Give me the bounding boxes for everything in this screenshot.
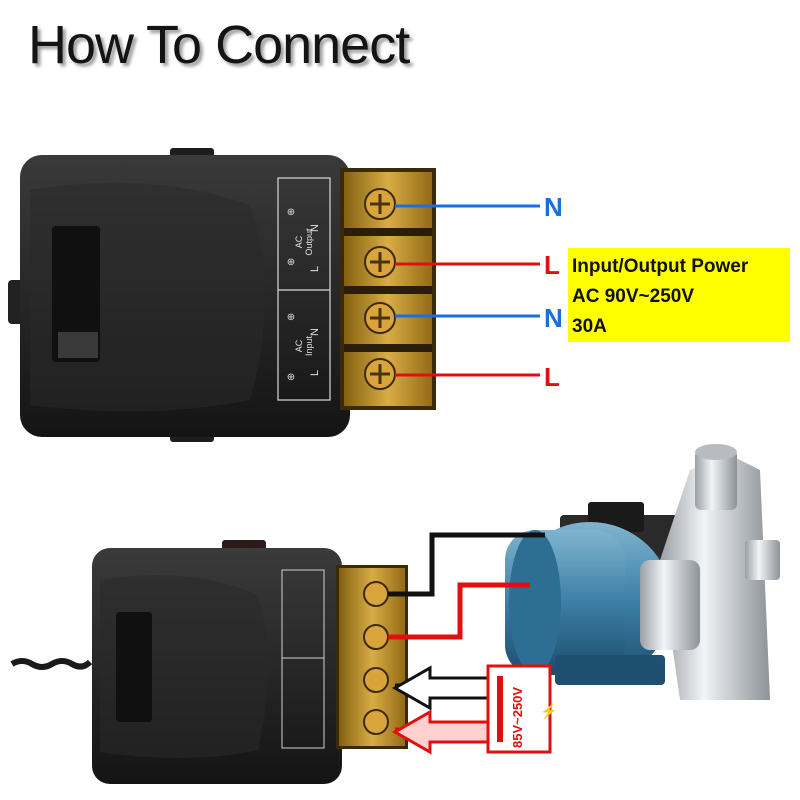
spec-line-power: Input/Output Power xyxy=(572,256,749,277)
output-label-ac: AC xyxy=(294,235,304,248)
relay-module-top: ⊕ ⊕ ⊕ ⊕ AC Output AC Input N L N L xyxy=(8,148,436,442)
arrow-icon xyxy=(391,665,490,711)
wire-label-text: L xyxy=(544,362,560,392)
output-label-output: Output xyxy=(304,228,314,256)
wire-label-text: N xyxy=(544,192,563,222)
wire-label-text: N xyxy=(544,303,563,333)
water-pump-motor xyxy=(505,444,780,700)
spec-box: Input/Output Power AC 90V~250V 30A xyxy=(568,248,790,342)
terminal-letter-n: N xyxy=(309,328,321,336)
wire-label-text: L xyxy=(544,250,560,280)
input-label-ac: AC xyxy=(294,339,304,352)
spec-line-current: 30A xyxy=(572,316,607,337)
relay-module-bottom xyxy=(10,540,408,784)
page-title: How To Connect xyxy=(28,15,410,75)
svg-text:⊕: ⊕ xyxy=(287,372,295,383)
terminal-letter-l: L xyxy=(309,266,321,272)
lightning-icon: ⚡ xyxy=(540,703,557,720)
power-source-label: 85V~250V xyxy=(510,687,525,748)
arrow-icon xyxy=(391,709,490,755)
svg-text:⊕: ⊕ xyxy=(287,207,295,218)
wire-label-l: L xyxy=(544,362,560,393)
wire-label-l: L xyxy=(544,250,560,281)
spec-line-voltage: AC 90V~250V xyxy=(572,286,694,307)
terminal-letter-n: N xyxy=(309,224,321,232)
svg-text:⊕: ⊕ xyxy=(287,257,295,268)
wire-label-n: N xyxy=(544,303,563,334)
wire-lines-top xyxy=(395,204,540,377)
wire-label-n: N xyxy=(544,192,563,223)
terminal-letter-l: L xyxy=(309,370,321,376)
svg-text:⊕: ⊕ xyxy=(287,312,295,323)
input-label-input: Input xyxy=(304,335,314,356)
power-source: 85V~250V ⚡ xyxy=(486,664,557,754)
